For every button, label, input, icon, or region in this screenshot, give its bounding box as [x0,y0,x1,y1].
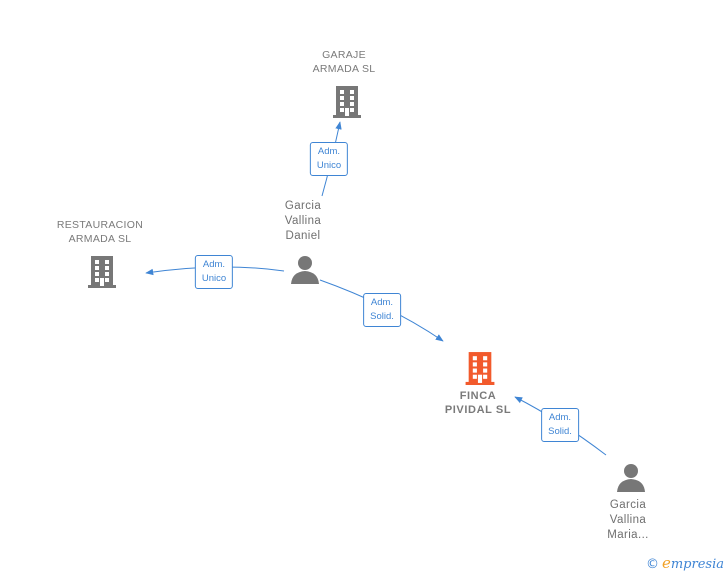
company-label-finca[interactable]: FINCA PIVIDAL SL [445,389,511,417]
person-name-line: Vallina [609,514,647,526]
person-label-maria[interactable]: Garcia Vallina Maria... [607,498,649,543]
role-line: Unico [316,160,342,171]
role-line: Solid. [370,311,394,322]
company-label-restauracion[interactable]: RESTAURACION ARMADA SL [57,218,143,246]
edge-label-daniel-restauracion[interactable]: Adm. Unico [194,255,234,289]
company-name-line: PIVIDAL SL [444,404,512,416]
edge-label-maria-finca[interactable]: Adm. Solid. [541,408,579,442]
person-name-line: Vallina [284,215,322,227]
copyright-icon: © [645,557,659,572]
person-icon[interactable] [290,255,320,285]
person-name-line: Garcia [284,200,322,212]
person-name-line: Garcia [609,499,647,511]
company-name-line: RESTAURACION [56,219,144,231]
person-label-daniel[interactable]: Garcia Vallina Daniel [285,199,321,244]
edge-label-daniel-finca[interactable]: Adm. Solid. [363,293,401,327]
company-label-garaje[interactable]: GARAJE ARMADA SL [313,48,376,76]
person-name-line: Maria... [607,529,649,541]
company-name-line: ARMADA SL [68,233,132,245]
role-line: Unico [201,273,227,284]
role-line: Adm. [317,146,341,157]
company-name-line: GARAJE [322,49,366,61]
building-icon[interactable] [464,350,496,385]
role-line: Solid. [548,426,572,437]
role-line: Adm. [370,297,394,308]
role-line: Adm. [548,412,572,423]
person-name-line: Daniel [285,230,321,242]
company-name-line: ARMADA SL [312,63,376,75]
brand-logo-initial: e [661,554,671,572]
building-icon[interactable] [332,84,362,118]
edge-label-daniel-garaje[interactable]: Adm. Unico [309,142,349,176]
brand-logo-text: mpresia [670,557,724,572]
company-name-line: FINCA [459,390,497,402]
role-line: Adm. [202,259,226,270]
person-icon[interactable] [616,463,646,493]
brand-footer[interactable]: ©empresia [646,554,724,572]
building-icon[interactable] [87,254,117,288]
